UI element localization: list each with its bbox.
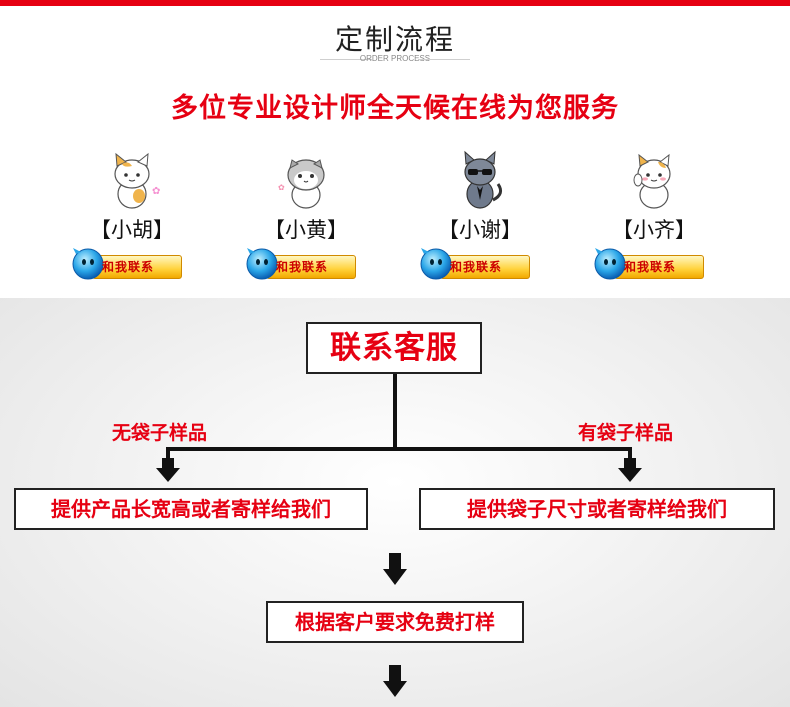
- cat-sunglasses-icon: [464, 150, 503, 209]
- svg-text:✿: ✿: [278, 183, 285, 192]
- cat-gray-white-icon: ✿: [278, 159, 325, 209]
- contact-button-background: [614, 255, 704, 279]
- contact-service-box: 联系客服: [306, 322, 482, 374]
- agent-name: 【小谢】: [438, 218, 522, 242]
- branch-label-no-sample: 无袋子样品: [112, 422, 208, 444]
- agent-card-xiaoqi: 【小齐】 和我联系: [584, 146, 724, 286]
- contact-button-xiaoqi[interactable]: 和我联系: [584, 246, 724, 286]
- agent-card-xiaohu: ✿ 【小胡】 和我联系: [62, 146, 202, 286]
- flow-line-horizontal: [166, 447, 632, 451]
- step-free-sample: 根据客户要求免费打样: [266, 601, 524, 643]
- contact-button-label: 和我联系: [102, 260, 155, 274]
- subtitle-divider-right: [418, 59, 470, 60]
- page-title: 定制流程: [334, 23, 455, 56]
- flow-line-left-drop: [166, 447, 170, 461]
- contact-button-xiaohu[interactable]: 和我联系: [62, 246, 202, 286]
- branch-label-has-sample: 有袋子样品: [578, 422, 674, 444]
- svg-text:✿: ✿: [152, 186, 160, 197]
- agent-name: 【小黄】: [264, 218, 348, 242]
- flow-line-right-drop: [628, 447, 632, 461]
- contact-button-xiaoxie[interactable]: 和我联系: [410, 246, 550, 286]
- contact-button-background: [266, 255, 356, 279]
- step-provide-product-size: 提供产品长宽高或者寄样给我们: [14, 488, 368, 530]
- contact-button-background: [92, 255, 182, 279]
- contact-button-label: 和我联系: [624, 260, 677, 274]
- agent-name: 【小胡】: [90, 218, 174, 242]
- contact-button-xiaohuang[interactable]: 和我联系: [236, 246, 376, 286]
- flow-line-vertical-main: [393, 374, 397, 450]
- step-provide-bag-size: 提供袋子尺寸或者寄样给我们: [419, 488, 775, 530]
- agent-card-xiaoxie: 【小谢】 和我联系: [410, 146, 550, 286]
- arrow-down-icon: [383, 665, 407, 697]
- service-slogan: 多位专业设计师全天候在线为您服务: [171, 93, 619, 124]
- qq-bubble-icon: [594, 248, 626, 280]
- cat-calico-icon: ✿: [114, 152, 160, 209]
- arrow-down-icon: [618, 458, 642, 482]
- subtitle-divider-left: [320, 59, 372, 60]
- qq-bubble-icon: [72, 248, 104, 280]
- contact-button-label: 和我联系: [450, 260, 503, 274]
- arrow-down-icon: [156, 458, 180, 482]
- agent-name: 【小齐】: [612, 218, 696, 242]
- top-accent-bar: [0, 0, 790, 6]
- qq-bubble-icon: [420, 248, 452, 280]
- arrow-down-icon: [383, 553, 407, 585]
- contact-button-label: 和我联系: [276, 260, 329, 274]
- qq-bubble-icon: [246, 248, 278, 280]
- cat-lucky-icon: [633, 153, 671, 209]
- contact-button-background: [440, 255, 530, 279]
- page-subtitle: ORDER PROCESS: [359, 54, 431, 63]
- agent-card-xiaohuang: ✿ 【小黄】 和我联系: [236, 146, 376, 286]
